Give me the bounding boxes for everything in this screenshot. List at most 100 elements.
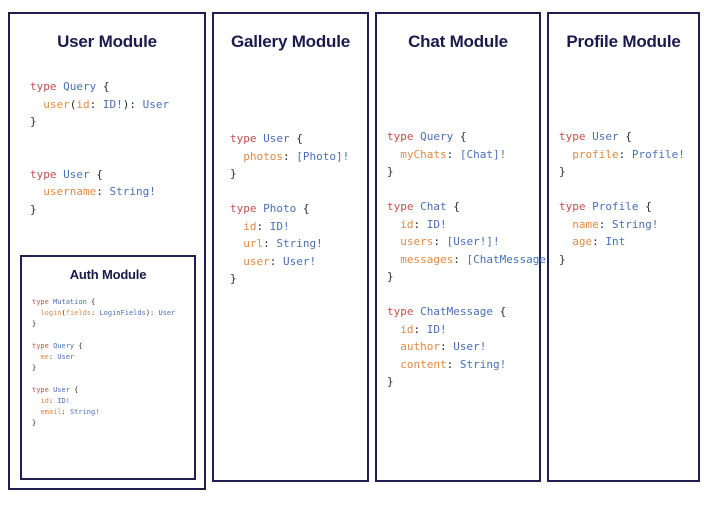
code-token: : bbox=[263, 237, 277, 250]
code-line: } bbox=[559, 251, 685, 269]
code-token: id bbox=[400, 217, 414, 231]
code-line: id: ID! bbox=[230, 218, 349, 236]
code-token: : bbox=[446, 357, 460, 371]
code-token: : bbox=[48, 397, 58, 405]
code-line: type User { bbox=[32, 385, 175, 396]
code-token: type bbox=[230, 202, 264, 215]
code-token: { bbox=[289, 132, 303, 145]
code-line bbox=[230, 183, 349, 201]
code-token: String! bbox=[109, 185, 156, 198]
code-token: String! bbox=[459, 357, 507, 371]
code-token: Query bbox=[63, 80, 97, 93]
code-token: login bbox=[40, 309, 62, 317]
code-token: User bbox=[592, 130, 619, 143]
code-token: email bbox=[40, 408, 62, 416]
code-token: [Chat]! bbox=[459, 147, 507, 161]
module-card-gallery[interactable]: Gallery Module type User { photos: [Phot… bbox=[212, 12, 369, 482]
code-token: User bbox=[158, 309, 176, 317]
code-token: } bbox=[387, 375, 394, 388]
code-token: } bbox=[559, 165, 566, 178]
code-line: id: ID! bbox=[32, 396, 175, 407]
code-token: type bbox=[30, 167, 64, 181]
code-token: { bbox=[89, 167, 103, 181]
code-token: id bbox=[40, 397, 49, 405]
code-token: Profile! bbox=[631, 147, 685, 161]
code-line bbox=[32, 374, 175, 385]
code-token: { bbox=[638, 200, 652, 213]
code-line: } bbox=[387, 163, 559, 181]
code-token bbox=[559, 218, 572, 231]
code-token: : bbox=[592, 235, 606, 248]
code-token: type bbox=[559, 130, 593, 143]
code-token bbox=[387, 323, 400, 336]
code-token: } bbox=[30, 202, 37, 216]
code-line: type Query { bbox=[30, 78, 169, 96]
code-line bbox=[30, 148, 169, 166]
code-token: : bbox=[61, 408, 70, 416]
code-token: Photo bbox=[263, 202, 297, 215]
code-line: type ChatMessage { bbox=[387, 303, 559, 321]
code-token: } bbox=[32, 320, 37, 328]
code-token: ): bbox=[122, 97, 143, 111]
code-line bbox=[32, 330, 175, 341]
code-token bbox=[387, 253, 400, 266]
code-line: user(id: ID!): User bbox=[30, 96, 169, 114]
code-token: { bbox=[86, 298, 96, 306]
code-token: fields bbox=[65, 309, 92, 317]
code-token bbox=[230, 255, 243, 268]
code-token: author bbox=[400, 340, 440, 353]
code-token bbox=[387, 235, 400, 248]
code-token bbox=[387, 218, 400, 231]
code-token bbox=[387, 340, 400, 353]
code-line: user: User! bbox=[230, 253, 349, 271]
code-token: User bbox=[263, 132, 290, 145]
code-token: LoginFields bbox=[99, 309, 146, 317]
code-line: type Mutation { bbox=[32, 297, 175, 308]
code-token: url bbox=[243, 237, 264, 250]
code-line: } bbox=[387, 268, 559, 286]
code-line: type Photo { bbox=[230, 200, 349, 218]
code-line: type User { bbox=[559, 128, 685, 146]
code-line: type Chat { bbox=[387, 198, 559, 216]
code-token: User bbox=[63, 167, 90, 181]
module-card-chat[interactable]: Chat Module type Query { myChats: [Chat]… bbox=[375, 12, 559, 482]
code-token: { bbox=[446, 200, 460, 213]
module-title-chat: Chat Module bbox=[408, 32, 508, 51]
code-token: myChats bbox=[400, 147, 447, 161]
code-token: name bbox=[572, 217, 599, 231]
code-token: ChatMessage bbox=[420, 305, 493, 318]
code-token: } bbox=[32, 419, 37, 427]
code-token: String! bbox=[69, 408, 100, 416]
code-token: { bbox=[453, 130, 467, 143]
code-token: { bbox=[618, 130, 632, 143]
code-token: type bbox=[32, 386, 54, 394]
code-token: } bbox=[387, 165, 394, 178]
code-line: } bbox=[32, 418, 175, 429]
code-line: myChats: [Chat]! bbox=[387, 146, 559, 164]
code-token: ID! bbox=[269, 219, 290, 233]
code-token: User bbox=[53, 386, 70, 394]
code-token: Int bbox=[605, 235, 626, 248]
code-token bbox=[387, 358, 400, 371]
module-card-user[interactable]: User Module type Query { user(id: ID!): … bbox=[8, 12, 206, 490]
code-token: type bbox=[30, 80, 64, 93]
code-token: } bbox=[559, 252, 566, 266]
code-token: Query bbox=[420, 130, 454, 143]
module-card-auth[interactable]: Auth Module type Mutation { login(fields… bbox=[20, 255, 196, 480]
module-card-profile[interactable]: Profile Module type User { profile: Prof… bbox=[547, 12, 700, 482]
code-token: : bbox=[618, 147, 632, 161]
module-title-user: User Module bbox=[57, 32, 157, 51]
code-line: type Query { bbox=[32, 341, 175, 352]
code-line: email: String! bbox=[32, 407, 175, 418]
code-token: ( bbox=[61, 309, 66, 317]
code-token: type bbox=[387, 200, 421, 213]
code-line: login(fields: LoginFields): User bbox=[32, 308, 175, 319]
code-token: String! bbox=[276, 237, 323, 250]
code-line bbox=[559, 181, 685, 199]
schema-code-auth: type Mutation { login(fields: LoginField… bbox=[32, 297, 175, 429]
code-token: ID! bbox=[426, 217, 447, 231]
code-token: } bbox=[230, 167, 237, 180]
code-token: profile bbox=[572, 147, 619, 161]
code-token: me bbox=[40, 353, 49, 361]
code-token: User bbox=[142, 97, 170, 111]
